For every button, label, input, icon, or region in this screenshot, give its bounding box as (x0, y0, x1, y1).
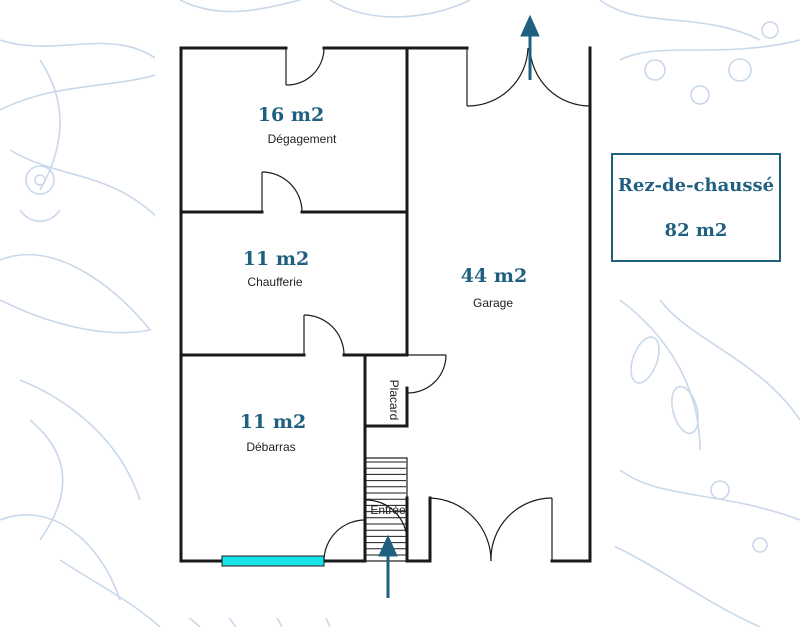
door-placard (406, 354, 447, 394)
door-garage-bottom (429, 497, 553, 562)
door-chaufferie (261, 171, 303, 213)
arrow-entry-icon (378, 534, 398, 598)
room-degagement: 16 m2 Dégagement (258, 104, 337, 146)
entry-stairs (364, 457, 408, 562)
room-area: 16 m2 (258, 104, 324, 126)
door-garage-top (466, 47, 591, 107)
room-name: Dégagement (268, 132, 337, 146)
placard-label: Placard (387, 380, 401, 421)
floor-name: Rez-de-chaussé (618, 175, 774, 196)
room-area: 11 m2 (243, 248, 309, 270)
room-chaufferie: 11 m2 Chaufferie (243, 248, 309, 289)
room-name: Débarras (246, 440, 295, 454)
door-degagement-top (285, 47, 325, 86)
doors (261, 47, 591, 562)
room-name: Chaufferie (247, 275, 302, 289)
room-garage: 44 m2 Garage (461, 265, 527, 310)
room-area: 11 m2 (240, 411, 306, 433)
door-debarras (303, 314, 345, 356)
floor-total-area: 82 m2 (665, 220, 728, 241)
room-area: 44 m2 (461, 265, 527, 287)
room-name: Garage (473, 296, 513, 310)
floor-legend: Rez-de-chaussé 82 m2 (611, 153, 781, 262)
window (221, 555, 325, 567)
entry-label: Entrée (370, 503, 406, 517)
arrow-exit-icon (520, 14, 540, 80)
room-debarras: 11 m2 Débarras (240, 411, 306, 454)
